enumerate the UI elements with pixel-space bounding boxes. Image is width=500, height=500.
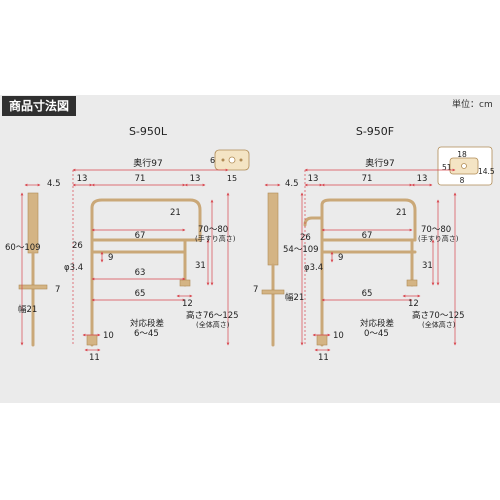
note-right-70-80: (手すり高さ)	[418, 234, 459, 243]
dim-right-31: 31	[422, 261, 433, 271]
dim-left-9: 9	[108, 253, 113, 263]
dim-right-54-109: 54～109	[283, 245, 319, 255]
model-name-left: S-950L	[129, 125, 168, 138]
dim-right-7: 7	[253, 285, 258, 295]
phi-left: φ3.4	[64, 263, 83, 273]
page-title: 商品寸法図	[2, 96, 76, 116]
dim-left-63: 63	[135, 268, 146, 278]
unit-label: 単位：cm	[452, 100, 493, 110]
dimension-lines-left	[20, 168, 230, 352]
dimension-drawing: S-950L 6 15	[5, 125, 495, 363]
inset-right: 18 51 14.5 8	[437, 146, 495, 186]
dim-right-13b: 13	[417, 174, 428, 184]
model-s950f: S-950F 18 51 14.5 8	[253, 125, 495, 363]
dim-right-10: 10	[333, 331, 344, 341]
inset-right-b: 51	[442, 163, 452, 172]
step-left: 対応段差	[130, 318, 164, 329]
width-right: 幅21	[285, 292, 304, 303]
dim-left-21: 21	[170, 208, 181, 218]
step-right: 対応段差	[360, 318, 394, 329]
depth-label-right: 奥行97	[365, 157, 394, 169]
dim-left-60-109: 60～109	[5, 243, 41, 253]
dim-right-67: 67	[362, 231, 373, 241]
model-s950l: S-950L 6 15	[5, 125, 250, 363]
dim-right-4-5: 4.5	[285, 179, 299, 189]
diagram-panel	[0, 95, 500, 403]
dimension-labels-left: 奥行97 4.5 13 71 13 21 60～109 7 幅21 26 67 …	[5, 157, 239, 363]
dim-left-26: 26	[72, 241, 83, 251]
dim-left-70-80: 70～80	[198, 225, 228, 235]
handrail-left	[18, 192, 202, 347]
phi-right: φ3.4	[304, 263, 323, 273]
dim-right-11: 11	[318, 353, 329, 363]
inset-right-a: 18	[457, 150, 467, 159]
dim-left-11: 11	[89, 353, 100, 363]
step-range-left: 6～45	[134, 329, 159, 339]
dim-right-13a: 13	[308, 174, 319, 184]
dim-left-31: 31	[195, 261, 206, 271]
dim-left-13b: 13	[190, 174, 201, 184]
dimension-lines-right	[264, 168, 457, 352]
dimension-labels-right: 奥行97 4.5 13 71 13 21 54～109 26 67 9 31 φ…	[253, 157, 465, 363]
dim-left-10: 10	[103, 331, 114, 341]
step-range-right: 0～45	[364, 329, 389, 339]
model-name-right: S-950F	[356, 125, 394, 138]
inset-left-a: 6	[210, 156, 215, 165]
dim-right-26: 26	[300, 233, 311, 243]
dim-left-71: 71	[135, 174, 146, 184]
inset-right-d: 8	[460, 176, 465, 185]
depth-label-left: 奥行97	[133, 157, 162, 169]
dim-left-67: 67	[135, 231, 146, 241]
height-left: 高さ76～125	[186, 310, 239, 321]
dim-right-9: 9	[338, 253, 343, 263]
handrail-right	[261, 192, 418, 347]
inset-left-b: 15	[227, 174, 237, 183]
height-right: 高さ70～125	[412, 310, 465, 321]
dim-right-12: 12	[408, 299, 419, 309]
width-left: 幅21	[18, 304, 37, 315]
dim-right-65: 65	[362, 289, 373, 299]
height-note-right: (全体高さ)	[422, 320, 456, 329]
dim-left-65: 65	[135, 289, 146, 299]
dim-right-70-80: 70～80	[421, 225, 451, 235]
dim-left-4-5: 4.5	[47, 179, 61, 189]
dim-right-71: 71	[362, 174, 373, 184]
dim-left-12: 12	[182, 299, 193, 309]
dim-right-21: 21	[396, 208, 407, 218]
dim-left-7: 7	[55, 285, 60, 295]
height-note-left: (全体高さ)	[196, 320, 230, 329]
note-left-70-80: (手すり高さ)	[195, 234, 236, 243]
dim-left-13a: 13	[77, 174, 88, 184]
inset-left: 6 15	[210, 149, 250, 183]
inset-right-c: 14.5	[478, 167, 495, 176]
